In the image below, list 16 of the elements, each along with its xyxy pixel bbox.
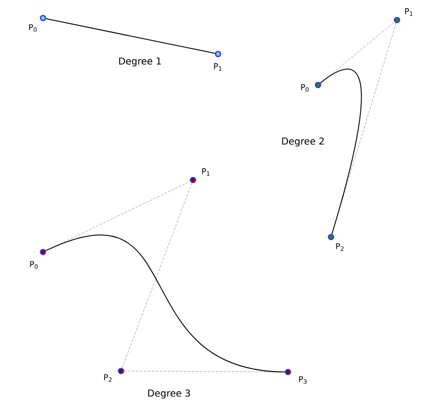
curve xyxy=(320,68,362,234)
control-point xyxy=(284,368,292,376)
control-point xyxy=(214,50,222,58)
control-point xyxy=(40,248,46,256)
control-line xyxy=(122,182,192,368)
line xyxy=(46,18,216,54)
control-point xyxy=(328,234,334,240)
control-point xyxy=(118,368,124,374)
degree-label: Degree 1 xyxy=(119,58,161,66)
control-point xyxy=(190,176,196,184)
control-point xyxy=(394,16,400,24)
degree-label: Degree 3 xyxy=(148,390,190,398)
control-point xyxy=(40,14,46,22)
curve xyxy=(45,234,286,372)
degree-label: Degree 2 xyxy=(282,138,324,146)
control-point xyxy=(314,82,322,88)
